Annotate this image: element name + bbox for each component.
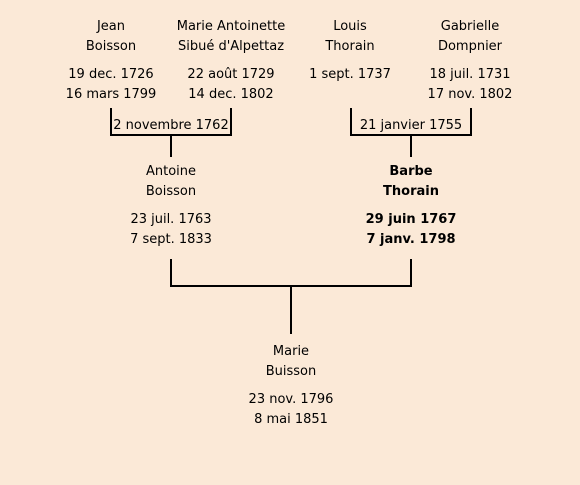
death-date: 8 mai 1851 [254,412,328,427]
first-name: Antoine [145,164,197,179]
last-name: Boisson [145,184,197,199]
last-name: Sibué d'Alpettaz [177,39,285,54]
first-name: Jean [96,19,126,34]
birth-date: 1 sept. 1737 [309,67,391,82]
death-date: 7 sept. 1833 [130,232,212,247]
last-name: Thorain [383,184,439,199]
birth-date: 23 juil. 1763 [130,212,212,227]
last-name: Buisson [265,364,317,379]
birth-date: 29 juin 1767 [365,212,457,227]
last-name: Dompnier [437,39,503,54]
birth-date: 22 août 1729 [187,67,275,82]
first-name: Marie [272,344,310,359]
marriage-date-maternal: 21 janvier 1755 [359,118,463,133]
birth-date: 23 nov. 1796 [248,392,334,407]
person-marie-buisson[interactable]: Marie Buisson 23 nov. 1796 8 mai 1851 [216,342,366,430]
death-date: 7 janv. 1798 [366,232,456,247]
person-antoine-boisson[interactable]: Antoine Boisson 23 juil. 1763 7 sept. 18… [96,162,246,250]
person-barbe-thorain[interactable]: Barbe Thorain 29 juin 1767 7 janv. 1798 [336,162,486,250]
first-name: Gabrielle [440,19,500,34]
birth-date: 18 juil. 1731 [429,67,511,82]
death-date: 17 nov. 1802 [427,87,513,102]
person-gabrielle-dompnier[interactable]: Gabrielle Dompnier 18 juil. 1731 17 nov.… [395,17,545,105]
birth-date: 19 dec. 1726 [68,67,154,82]
marriage-date-paternal: 2 novembre 1762 [113,118,229,133]
person-jean-boisson[interactable]: Jean Boisson 19 dec. 1726 16 mars 1799 [36,17,186,105]
first-name: Louis [333,19,367,34]
first-name: Marie Antoinette [176,19,286,34]
last-name: Boisson [85,39,137,54]
death-date: 14 dec. 1802 [188,87,274,102]
first-name: Barbe [389,164,433,179]
parents-connector [170,259,412,287]
last-name: Thorain [325,39,375,54]
person-louis-thorain[interactable]: Louis Thorain 1 sept. 1737 [275,17,425,85]
death-date: 16 mars 1799 [65,87,157,102]
person-marie-antoinette-sibue[interactable]: Marie Antoinette Sibué d'Alpettaz 22 aoû… [156,17,306,105]
